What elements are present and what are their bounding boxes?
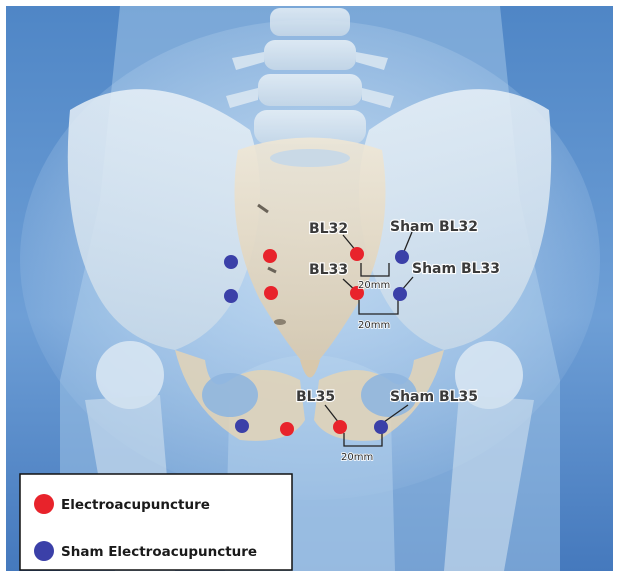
distance-upper: 20mm <box>358 280 390 291</box>
point-electro-left-upper <box>263 249 277 263</box>
point-sham-bl33 <box>393 287 407 301</box>
legend-swatch-sham <box>34 541 54 561</box>
point-sham-bl35 <box>374 420 388 434</box>
legend-swatch-electro <box>34 494 54 514</box>
label-sham-bl32: Sham BL32 <box>390 219 478 235</box>
label-sham-bl33: Sham BL33 <box>412 261 500 277</box>
point-electro-left-middle <box>264 286 278 300</box>
point-sham-bl32 <box>395 250 409 264</box>
label-sham-bl35: Sham BL35 <box>390 389 478 405</box>
sacral-promontory <box>270 149 350 167</box>
distance-middle: 20mm <box>358 320 390 331</box>
distance-lower: 20mm <box>341 452 373 463</box>
point-electro-left-lower <box>280 422 294 436</box>
point-bl35 <box>333 420 347 434</box>
legend-label-electro: Electroacupuncture <box>61 497 210 513</box>
point-sham-left-upper <box>224 255 238 269</box>
label-bl35: BL35 <box>296 389 335 405</box>
point-sham-left-lower <box>235 419 249 433</box>
label-bl33: BL33 <box>309 262 348 278</box>
point-sham-left-middle <box>224 289 238 303</box>
legend: Electroacupuncture Sham Electroacupunctu… <box>20 474 292 570</box>
legend-label-sham: Sham Electroacupuncture <box>61 544 257 560</box>
point-bl32 <box>350 247 364 261</box>
label-bl32: BL32 <box>309 221 348 237</box>
left-obturator <box>202 373 258 417</box>
